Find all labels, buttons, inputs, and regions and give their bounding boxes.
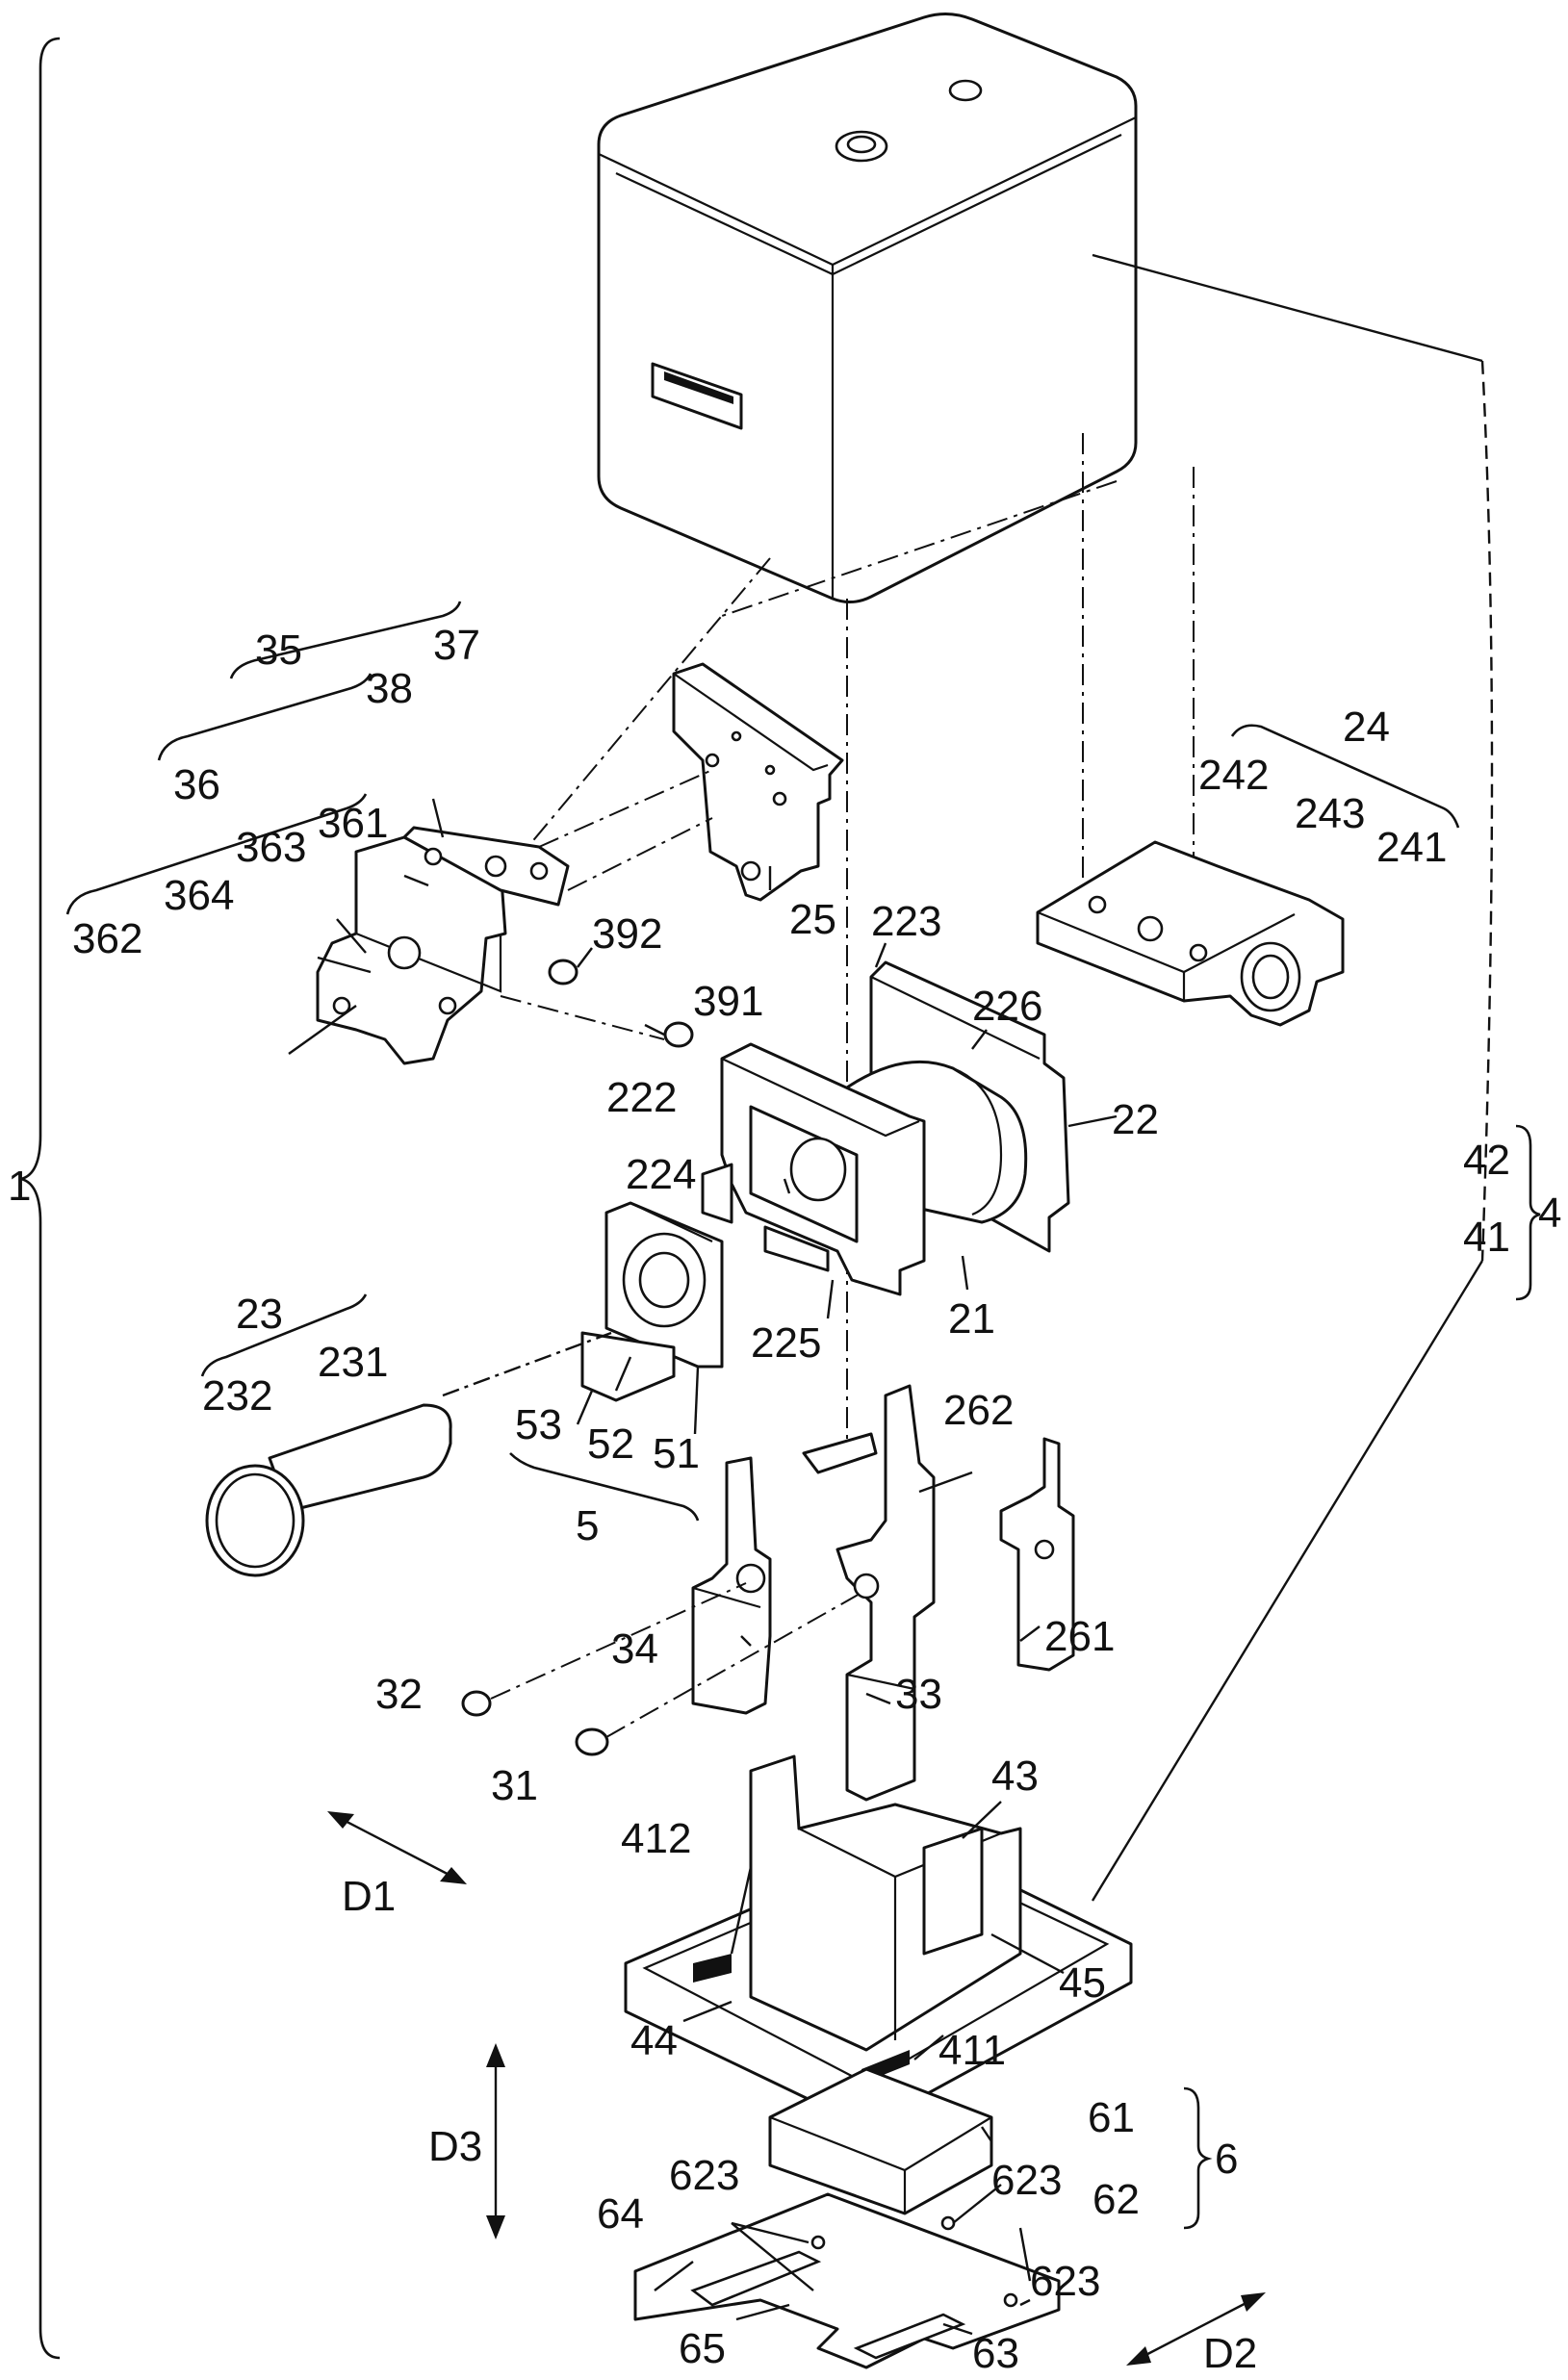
label-45: 45	[1059, 1959, 1106, 2007]
label-361: 361	[318, 800, 388, 847]
label-41: 41	[1463, 1214, 1510, 1261]
label-623-a: 623	[669, 2152, 739, 2199]
label-44: 44	[630, 2017, 678, 2064]
label-362: 362	[72, 915, 142, 962]
label-42: 42	[1463, 1137, 1510, 1184]
label-225: 225	[751, 1319, 821, 1367]
label-262: 262	[943, 1387, 1014, 1434]
label-62: 62	[1092, 2176, 1140, 2223]
label-363: 363	[236, 824, 306, 871]
label-d1: D1	[342, 1873, 396, 1920]
label-261: 261	[1044, 1613, 1115, 1660]
label-36: 36	[173, 761, 220, 808]
label-232: 232	[202, 1372, 272, 1420]
label-391: 391	[693, 978, 763, 1025]
label-23: 23	[236, 1291, 283, 1338]
label-5: 5	[576, 1502, 599, 1549]
contact-5	[582, 1203, 722, 1400]
label-53: 53	[515, 1401, 562, 1448]
label-224: 224	[626, 1151, 696, 1198]
label-65: 65	[679, 2325, 726, 2372]
label-31: 31	[491, 1762, 538, 1809]
label-364: 364	[164, 872, 234, 919]
screw-31-32	[463, 1583, 861, 1754]
label-241: 241	[1376, 824, 1447, 871]
terminal-33	[804, 1386, 934, 1800]
label-412: 412	[621, 1815, 691, 1862]
label-64: 64	[597, 2190, 644, 2238]
label-63: 63	[972, 2330, 1019, 2377]
label-35: 35	[255, 627, 302, 674]
label-392: 392	[592, 910, 662, 958]
label-22: 22	[1112, 1096, 1159, 1143]
label-33: 33	[895, 1671, 942, 1718]
label-226: 226	[972, 983, 1042, 1030]
label-1: 1	[8, 1163, 31, 1210]
label-38: 38	[366, 665, 413, 712]
label-623-c: 623	[1030, 2258, 1100, 2305]
label-6: 6	[1215, 2136, 1238, 2183]
terminal-34	[693, 1458, 770, 1713]
label-61: 61	[1088, 2094, 1135, 2141]
label-231: 231	[318, 1339, 388, 1386]
label-222: 222	[606, 1074, 677, 1121]
label-52: 52	[587, 1420, 634, 1468]
cover-42	[599, 13, 1136, 601]
label-242: 242	[1198, 752, 1269, 799]
label-623-b: 623	[991, 2157, 1062, 2204]
label-34: 34	[611, 1625, 658, 1673]
label-21: 21	[948, 1295, 995, 1343]
base-41	[626, 1756, 1131, 2127]
plunger-23	[207, 1333, 611, 1575]
label-223: 223	[871, 898, 941, 945]
yoke-25	[674, 664, 842, 900]
label-37: 37	[433, 622, 480, 669]
label-d3: D3	[428, 2123, 482, 2170]
label-4: 4	[1538, 1190, 1561, 1237]
label-43: 43	[991, 1753, 1039, 1800]
label-d2: D2	[1203, 2330, 1257, 2377]
label-24: 24	[1343, 704, 1390, 751]
label-411: 411	[938, 2027, 1006, 2074]
label-25: 25	[789, 896, 836, 943]
label-51: 51	[653, 1430, 700, 1477]
label-243: 243	[1295, 790, 1365, 837]
label-32: 32	[375, 1671, 423, 1718]
